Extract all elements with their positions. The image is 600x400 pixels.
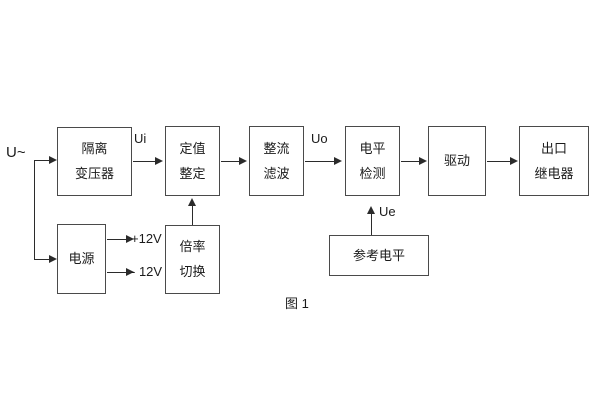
block-driver-line1: 驱动 bbox=[443, 153, 470, 169]
label-rail-positive: +12V bbox=[131, 231, 162, 246]
arrowhead-setting-to-rectify bbox=[239, 157, 247, 165]
arrowhead-reference-to-level bbox=[367, 206, 375, 214]
arrowhead-source-to-isolation bbox=[49, 156, 57, 164]
wire-source-to-isolation bbox=[34, 160, 50, 161]
arrowhead-rectify-to-level bbox=[334, 157, 342, 165]
block-output-relay-line2: 继电器 bbox=[534, 165, 574, 181]
wire-source-branch-vertical bbox=[34, 160, 35, 259]
arrowhead-isolation-to-setting bbox=[155, 157, 163, 165]
block-output-relay-line1: 出口 bbox=[540, 140, 567, 156]
block-reference-level-line1: 参考电平 bbox=[352, 247, 405, 263]
block-setting-value[interactable]: 定值 整定 bbox=[165, 126, 220, 196]
label-input-source: U~ bbox=[6, 144, 26, 161]
block-multiplier-switch-line2: 切换 bbox=[179, 264, 206, 279]
label-uo: Uo bbox=[311, 131, 328, 146]
block-setting-value-line1: 定值 bbox=[179, 140, 206, 156]
block-multiplier-switch[interactable]: 倍率 切换 bbox=[165, 225, 220, 294]
block-setting-value-line2: 整定 bbox=[179, 165, 206, 181]
wire-isolation-to-setting bbox=[133, 161, 156, 162]
label-ue: Ue bbox=[379, 204, 396, 219]
block-power-supply[interactable]: 电源 bbox=[57, 224, 106, 294]
block-level-detect[interactable]: 电平 检测 bbox=[345, 126, 400, 196]
block-rectify-filter-line2: 滤波 bbox=[263, 165, 290, 181]
wire-multiplier-to-setting bbox=[192, 205, 193, 225]
block-reference-level[interactable]: 参考电平 bbox=[329, 235, 429, 276]
arrowhead-power-rail-positive bbox=[126, 235, 134, 243]
arrowhead-level-to-driver bbox=[419, 157, 427, 165]
block-isolation-transformer-line2: 变压器 bbox=[74, 166, 114, 181]
arrowhead-driver-to-relay bbox=[510, 157, 518, 165]
block-level-detect-line2: 检测 bbox=[359, 165, 386, 181]
wire-source-to-power bbox=[34, 259, 50, 260]
arrowhead-multiplier-to-setting bbox=[188, 198, 196, 206]
block-level-detect-line1: 电平 bbox=[359, 140, 386, 156]
wire-power-rail-negative bbox=[107, 272, 128, 273]
arrowhead-power-rail-negative bbox=[126, 268, 134, 276]
block-power-supply-line1: 电源 bbox=[68, 251, 95, 267]
wire-reference-to-level bbox=[371, 213, 372, 235]
arrowhead-source-to-power bbox=[49, 255, 57, 263]
label-ui: Ui bbox=[134, 131, 147, 146]
block-isolation-transformer-line1: 隔离 bbox=[81, 141, 108, 157]
wire-driver-to-relay bbox=[487, 161, 511, 162]
block-multiplier-switch-line1: 倍率 bbox=[179, 239, 206, 255]
wire-setting-to-rectify bbox=[221, 161, 240, 162]
block-rectify-filter[interactable]: 整流 滤波 bbox=[249, 126, 304, 196]
wire-level-to-driver bbox=[401, 161, 420, 162]
wire-power-rail-positive bbox=[107, 239, 128, 240]
figure-caption: 图 1 bbox=[285, 296, 309, 311]
block-isolation-transformer[interactable]: 隔离 变压器 bbox=[57, 127, 132, 196]
wire-rectify-to-level bbox=[305, 161, 335, 162]
block-driver[interactable]: 驱动 bbox=[428, 126, 486, 196]
label-rail-negative: - 12V bbox=[131, 264, 163, 279]
block-output-relay[interactable]: 出口 继电器 bbox=[519, 126, 589, 196]
block-rectify-filter-line1: 整流 bbox=[263, 140, 290, 156]
